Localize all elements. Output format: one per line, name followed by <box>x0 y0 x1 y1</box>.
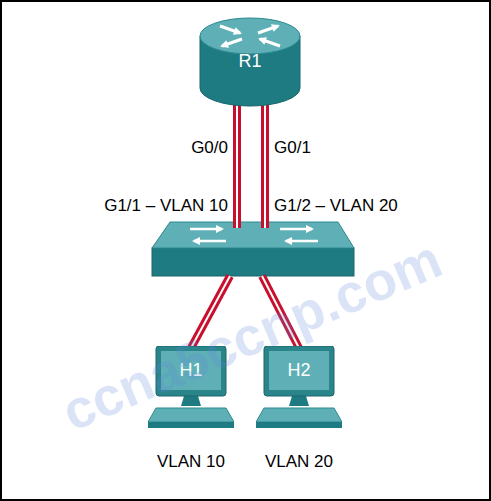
router-arrows <box>220 24 280 48</box>
interface-label: G0/1 <box>274 138 311 158</box>
host-node: H2 <box>256 346 342 430</box>
link-red <box>262 276 299 348</box>
arrow-head <box>233 27 242 35</box>
vlan-label: VLAN 10 <box>157 452 225 472</box>
arrow-head <box>220 40 229 48</box>
interface-label: G0/0 <box>191 138 228 158</box>
vlan-label: VLAN 20 <box>265 452 333 472</box>
link-core <box>191 276 230 348</box>
switch-arrows <box>190 225 318 245</box>
arrow-head <box>306 225 314 233</box>
link-red <box>191 276 230 348</box>
keyboard <box>148 408 234 422</box>
device-name: H1 <box>148 359 234 381</box>
host-shape <box>148 346 234 430</box>
device-name: H2 <box>256 359 342 381</box>
router-node: R1 <box>198 14 302 110</box>
port-vlan-label: G1/1 – VLAN 10 <box>104 196 228 216</box>
port-vlan-label: G1/2 – VLAN 20 <box>274 196 398 216</box>
watermark: ccna5ccnp.com <box>54 228 450 442</box>
switch-front <box>152 248 354 276</box>
keyboard-front <box>256 422 342 428</box>
arrow-head <box>192 237 200 245</box>
switch-symbol <box>152 222 354 276</box>
host-shape <box>256 346 342 430</box>
switch-top <box>152 222 354 248</box>
router-top <box>200 18 300 54</box>
monitor-stand <box>289 396 309 406</box>
device-name: R1 <box>198 50 302 72</box>
link-red <box>233 104 241 228</box>
link-core <box>262 276 299 348</box>
link-core <box>236 104 238 228</box>
monitor-stand <box>181 396 201 406</box>
link-red <box>261 104 269 228</box>
keyboard <box>256 408 342 422</box>
arrow-head <box>284 237 292 245</box>
host-node: H1 <box>148 346 234 430</box>
arrow-head <box>258 37 267 45</box>
keyboard-front <box>148 422 234 428</box>
arrow-head <box>271 24 280 32</box>
arrow-head <box>216 225 224 233</box>
link-core <box>264 104 266 228</box>
